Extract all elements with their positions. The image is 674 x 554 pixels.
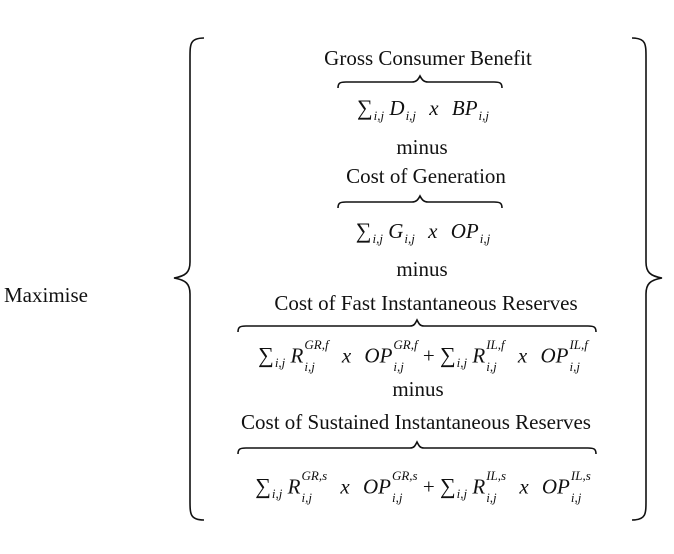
maximise-label: Maximise — [4, 283, 88, 307]
section-title-cost-of-fast-instantaneous-reserves: Cost of Fast Instantaneous Reserves — [274, 291, 578, 315]
variable-op: OP — [450, 219, 479, 243]
superscript: IL,s — [486, 468, 507, 483]
times-symbol: x — [340, 474, 350, 499]
subscript: i,j — [486, 358, 497, 374]
overbrace-cost-of-generation — [337, 194, 503, 209]
minus-separator-2: minus — [396, 257, 448, 281]
superscript: GR,f — [393, 337, 418, 352]
subscript: i,j — [478, 108, 490, 123]
variable-r: R — [472, 343, 486, 368]
subscript: i,j — [486, 489, 497, 505]
times-symbol: x — [341, 343, 352, 368]
variable-d: D — [389, 96, 405, 120]
subscript: i,j — [373, 108, 385, 123]
superscript: GR,s — [391, 468, 418, 483]
subscript: i,j — [456, 355, 468, 371]
times-symbol: x — [517, 343, 528, 368]
variable-bp: BP — [451, 96, 478, 120]
overbrace-cost-of-fast-instantaneous-reserves — [237, 318, 597, 333]
subscript: i,j — [404, 231, 415, 246]
sum-symbol: ∑ — [439, 473, 456, 499]
subscript: i,j — [391, 489, 403, 505]
subscript: i,j — [304, 358, 315, 374]
left-curly-brace — [173, 37, 205, 521]
variable-op: OP — [364, 343, 393, 368]
superscript: IL,f — [569, 337, 588, 352]
superscript: IL,f — [486, 337, 505, 352]
subscript: i,j — [271, 486, 283, 502]
subscript: i,j — [301, 489, 312, 505]
times-symbol: x — [428, 219, 438, 243]
plus-symbol: + — [422, 474, 435, 499]
minus-separator-3: minus — [392, 377, 444, 401]
variable-r: R — [472, 474, 486, 499]
subscript: i,j — [570, 489, 582, 505]
minus-separator-1: minus — [396, 135, 448, 159]
section-title-cost-of-generation: Cost of Generation — [346, 164, 506, 188]
superscript: IL,s — [570, 468, 591, 483]
subscript: i,j — [456, 486, 468, 502]
subscript: i,j — [372, 231, 383, 246]
overbrace-cost-of-sustained-instantaneous-reserves — [237, 440, 597, 455]
formula-cost-of-generation: ∑i,j Gi,j x OPi,j — [355, 218, 491, 246]
subscript: i,j — [479, 231, 491, 246]
subscript: i,j — [274, 355, 286, 371]
sum-symbol: ∑ — [355, 218, 372, 243]
section-title-gross-consumer-benefit: Gross Consumer Benefit — [324, 46, 532, 70]
section-title-cost-of-sustained-instantaneous-reserves: Cost of Sustained Instantaneous Reserves — [241, 410, 591, 434]
superscript: GR,s — [301, 468, 328, 483]
variable-op: OP — [541, 474, 570, 499]
subscript: i,j — [393, 358, 404, 374]
right-curly-brace — [631, 37, 663, 521]
sum-symbol: ∑ — [255, 473, 271, 499]
variable-op: OP — [540, 343, 569, 368]
formula-gross-consumer-benefit: ∑i,j Di,j x BPi,j — [356, 95, 490, 123]
subscript: i,j — [569, 358, 580, 374]
times-symbol: x — [519, 474, 529, 499]
sum-symbol: ∑ — [258, 342, 274, 368]
superscript: GR,f — [304, 337, 329, 352]
variable-r: R — [287, 474, 301, 499]
subscript: i,j — [405, 108, 417, 123]
sum-symbol: ∑ — [439, 342, 456, 368]
plus-symbol: + — [422, 343, 435, 368]
times-symbol: x — [429, 96, 439, 120]
variable-r: R — [290, 343, 304, 368]
sum-symbol: ∑ — [356, 95, 373, 120]
variable-g: G — [388, 219, 404, 243]
variable-op: OP — [362, 474, 391, 499]
overbrace-gross-consumer-benefit — [337, 74, 503, 89]
